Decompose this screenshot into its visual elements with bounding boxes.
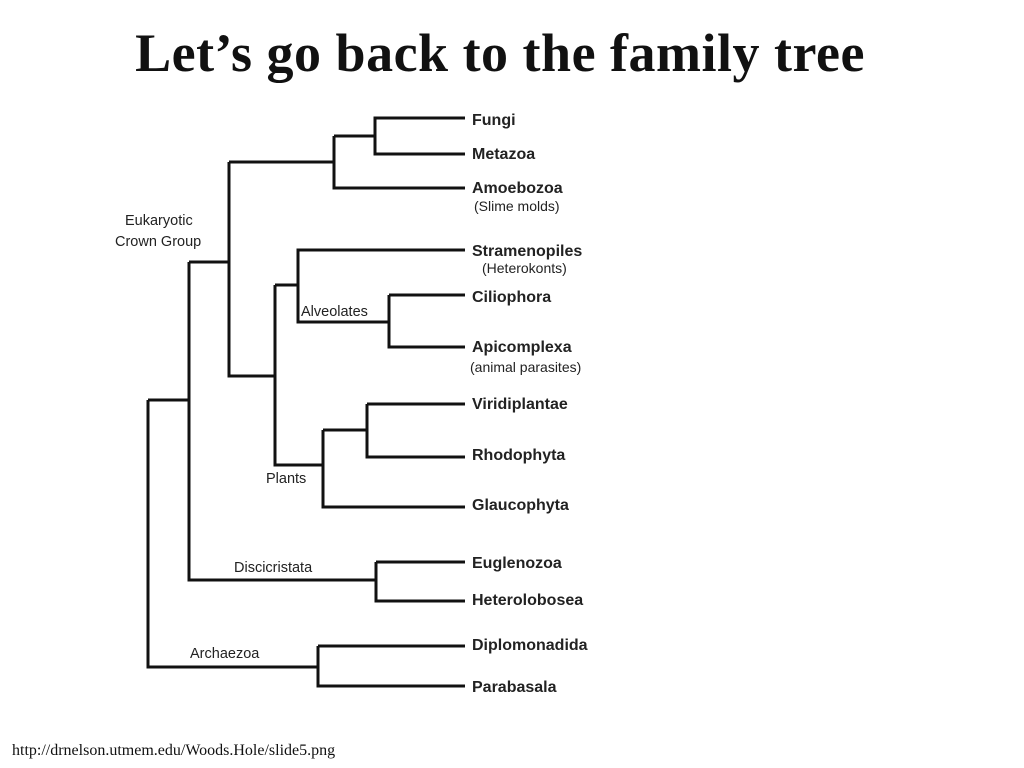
slide-title: Let’s go back to the family tree <box>135 23 865 83</box>
branch-crown-group <box>189 162 275 378</box>
group-label-plants: Plants <box>266 471 306 487</box>
taxon-label-diplomonadida: Diplomonadida <box>472 637 588 654</box>
taxon-label-rhodophyta: Rhodophyta <box>472 447 565 464</box>
taxon-label-euglenozoa: Euglenozoa <box>472 555 562 572</box>
group-label-alveolates: Alveolates <box>301 304 368 320</box>
taxon-label-parabasala: Parabasala <box>472 679 557 696</box>
taxon-note-stramenopiles: (Heterokonts) <box>482 260 567 276</box>
taxon-label-glaucophyta: Glaucophyta <box>472 497 569 514</box>
group-label-crown-group: Crown Group <box>115 234 201 250</box>
taxon-note-apicomplexa: (animal parasites) <box>470 359 581 375</box>
taxon-label-metazoa: Metazoa <box>472 146 535 163</box>
taxon-label-ciliophora: Ciliophora <box>472 289 551 306</box>
taxon-label-fungi: Fungi <box>472 112 516 129</box>
branch-discicristata <box>148 262 465 603</box>
branch-plants <box>273 285 465 509</box>
taxon-note-amoebozoa: (Slime molds) <box>474 198 560 214</box>
taxon-label-viridiplantae: Viridiplantae <box>472 396 568 413</box>
branch-stramenopiles-alveolates <box>275 248 465 349</box>
branch-archaezoa <box>146 400 465 688</box>
branch-fungi-metazoa <box>229 116 465 190</box>
taxon-label-amoebozoa: Amoebozoa <box>472 180 563 197</box>
group-label-archaezoa: Archaezoa <box>190 646 260 662</box>
taxon-label-heterolobosea: Heterolobosea <box>472 592 583 609</box>
group-label-discicristata: Discicristata <box>234 560 313 576</box>
source-url: http://drnelson.utmem.edu/Woods.Hole/sli… <box>12 742 336 759</box>
taxon-label-stramenopiles: Stramenopiles <box>472 243 582 260</box>
taxon-label-apicomplexa: Apicomplexa <box>472 339 572 356</box>
group-label-eukaryotic: Eukaryotic <box>125 213 193 229</box>
